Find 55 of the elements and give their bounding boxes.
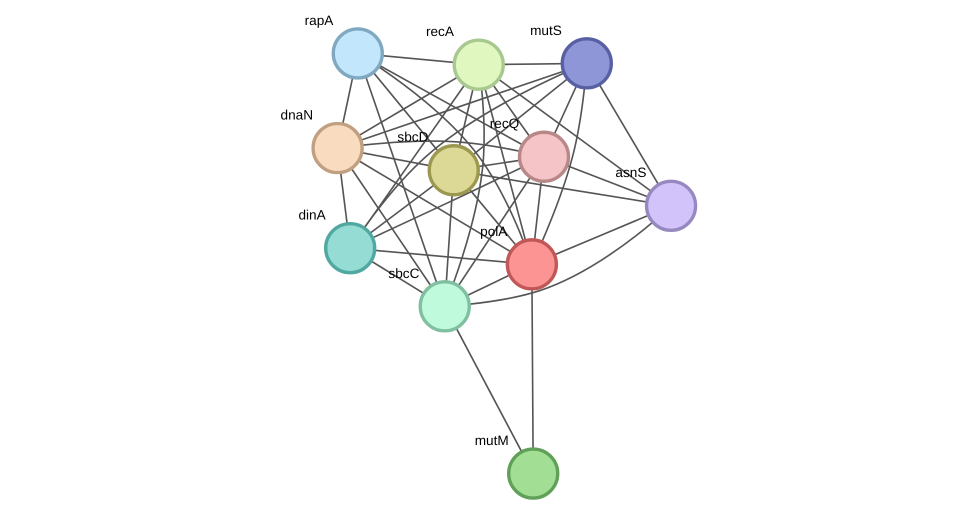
connector [458,177,531,286]
connector [452,89,485,284]
node-label: mutS [530,22,562,38]
node-circle [332,27,384,80]
connector [498,78,652,192]
connector [358,160,512,252]
node-circle [311,122,364,174]
connector [358,76,458,136]
node-circle [324,222,376,274]
connector [467,274,510,296]
connector [531,289,534,449]
connector [534,181,542,240]
connector [363,72,564,228]
node-label: rapA [304,12,334,28]
connector [484,88,526,240]
connector [382,54,454,64]
connector [446,195,453,282]
connector [456,328,522,452]
node-circle [507,447,560,500]
connector [370,184,434,234]
connector [360,70,564,141]
connector [478,160,520,168]
connector [468,188,517,246]
node-circle [428,144,480,196]
connector [362,140,520,152]
connector [373,72,439,152]
connector [541,88,586,242]
connector [374,250,508,263]
node-circle [418,280,471,333]
node-circle [560,37,613,90]
connector [472,78,568,156]
node-label: dinA [298,208,326,223]
node-label: recA [426,24,454,40]
connector [478,174,647,203]
connector [554,214,648,256]
connector [340,172,348,224]
node-circle [506,238,558,291]
connector [598,84,660,185]
node-circle [452,38,505,91]
connector [350,168,432,286]
connector [362,152,430,166]
connector [364,84,466,228]
connector [372,166,522,239]
node-circle [518,130,570,183]
node-label: dnaN [280,107,314,122]
connector [342,77,354,124]
connector [378,66,524,242]
connector [469,222,654,306]
node-label: mutM [474,432,509,448]
connector [379,64,523,146]
node-circle [644,180,698,232]
connector [365,76,438,284]
connector [554,86,578,135]
connector [504,62,562,66]
connector [458,88,474,147]
